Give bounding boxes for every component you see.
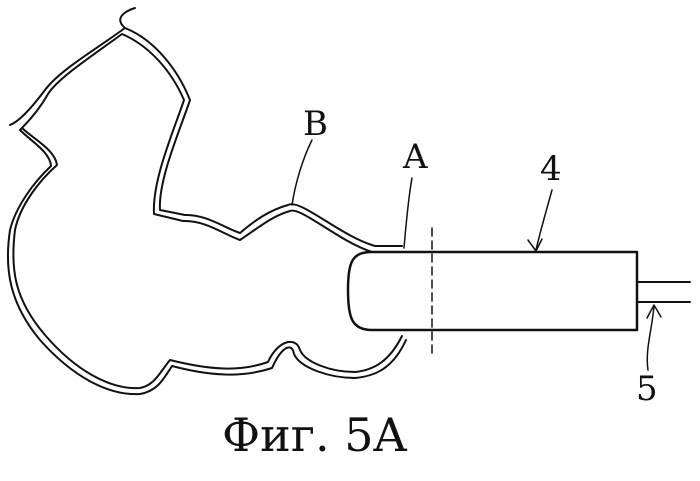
endoscope-cable [637,282,690,302]
organ-outer-wall [10,8,402,388]
leader-line-b [292,140,312,205]
organ-inner-wall [8,34,406,394]
leader-line-4 [536,190,552,250]
label-a: A [403,140,428,174]
label-b: B [303,107,328,141]
leader-arrow-4 [528,239,542,251]
figure-caption: Фиг. 5A [222,412,407,458]
endoscope-body [348,252,637,330]
label-5: 5 [636,372,658,406]
label-4: 4 [540,152,562,186]
leader-line-a [404,178,412,248]
